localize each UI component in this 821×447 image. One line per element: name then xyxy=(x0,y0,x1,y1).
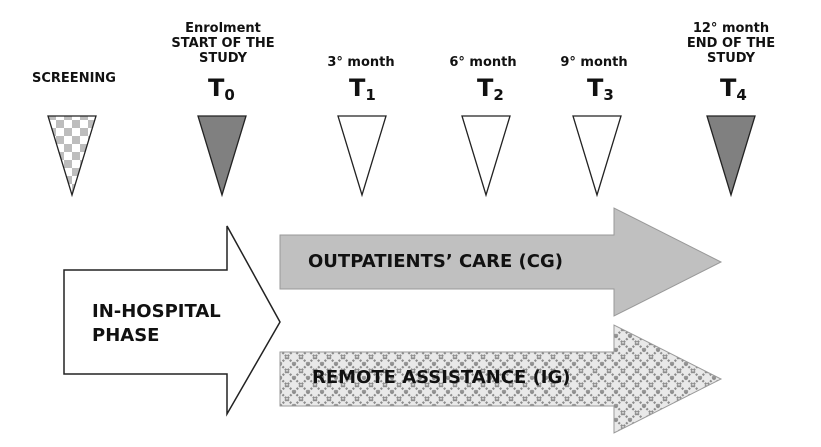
t-letter: T xyxy=(349,74,366,102)
timepoint-t1-symbol: T1 xyxy=(349,74,376,104)
label-line: STUDY xyxy=(198,51,248,66)
label-line: Enrolment xyxy=(185,21,261,36)
triangle-marker-screening xyxy=(47,115,97,198)
label-line: 3° month xyxy=(327,55,395,70)
label-line: 9° month xyxy=(560,55,628,70)
label-line: START OF THE xyxy=(171,36,275,51)
remote-assistance-arrow xyxy=(279,324,723,434)
label-t3: 9° month xyxy=(539,55,649,70)
triangle-marker-t3 xyxy=(572,115,622,198)
in-hospital-phase-label: IN-HOSPITAL PHASE xyxy=(92,300,221,348)
t-letter: T xyxy=(720,74,737,102)
label-t1: 3° month xyxy=(306,55,416,70)
label-line: END OF THE xyxy=(686,36,776,51)
timepoint-t4-symbol: T4 xyxy=(720,74,747,104)
label-screening: SCREENING xyxy=(14,71,134,86)
t-letter: T xyxy=(587,74,604,102)
triangle-marker-t1 xyxy=(337,115,387,198)
timepoint-t3-symbol: T3 xyxy=(587,74,614,104)
triangle-marker-t4 xyxy=(706,115,756,198)
t-letter: T xyxy=(208,74,225,102)
timepoint-t0-symbol: T0 xyxy=(208,74,235,104)
t-subscript: 4 xyxy=(736,86,747,104)
label-line: SCREENING xyxy=(32,71,116,86)
timepoint-t2-symbol: T2 xyxy=(477,74,504,104)
remote-assistance-label: REMOTE ASSISTANCE (IG) xyxy=(312,367,571,388)
label-line: 6° month xyxy=(449,55,517,70)
triangle-marker-t0 xyxy=(197,115,247,198)
label-t0: Enrolment START OF THE STUDY xyxy=(158,21,288,66)
t-subscript: 2 xyxy=(493,86,504,104)
label-line: STUDY xyxy=(706,51,756,66)
t-subscript: 0 xyxy=(224,86,235,104)
label-line: 12° month xyxy=(692,21,770,36)
label-line: IN-HOSPITAL xyxy=(92,301,221,322)
label-line: PHASE xyxy=(92,325,160,346)
label-t4: 12° month END OF THE STUDY xyxy=(666,21,796,66)
outpatients-care-arrow xyxy=(279,207,723,317)
label-t2: 6° month xyxy=(428,55,538,70)
t-subscript: 3 xyxy=(603,86,614,104)
triangle-marker-t2 xyxy=(461,115,511,198)
t-subscript: 1 xyxy=(365,86,376,104)
outpatients-care-label: OUTPATIENTS’ CARE (CG) xyxy=(308,251,563,272)
t-letter: T xyxy=(477,74,494,102)
timepoint-markers xyxy=(47,115,756,198)
in-hospital-phase-arrow xyxy=(63,225,281,417)
